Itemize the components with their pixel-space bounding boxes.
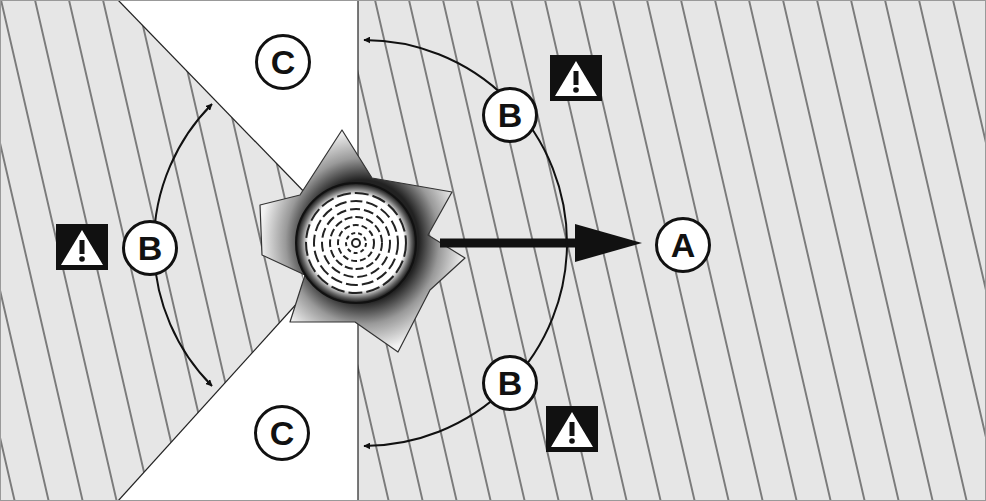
danger-arc	[364, 40, 567, 446]
tree-stump	[260, 130, 465, 352]
callout-circle: C	[255, 34, 311, 90]
callout-letter: B	[138, 231, 163, 265]
callout-circle: C	[254, 405, 310, 461]
warning-symbol	[546, 406, 598, 452]
callout-letter: C	[271, 45, 296, 79]
callout-circle: B	[482, 355, 538, 411]
tree-trunk	[296, 183, 416, 303]
felling-direction-head	[575, 224, 642, 262]
callout-letter: B	[498, 366, 523, 400]
callout-letter: C	[270, 416, 295, 450]
zone-border	[118, 300, 300, 501]
zone-border	[118, 0, 312, 200]
warning-symbol	[56, 224, 108, 270]
callout-circle: A	[655, 217, 711, 273]
growth-rings	[306, 193, 406, 293]
felling-direction-arrow	[440, 239, 585, 248]
callout-letter: A	[671, 228, 696, 262]
callout-letter: B	[498, 98, 523, 132]
warning-symbol	[550, 55, 602, 101]
callout-circle: B	[482, 87, 538, 143]
callout-circle: B	[122, 220, 178, 276]
